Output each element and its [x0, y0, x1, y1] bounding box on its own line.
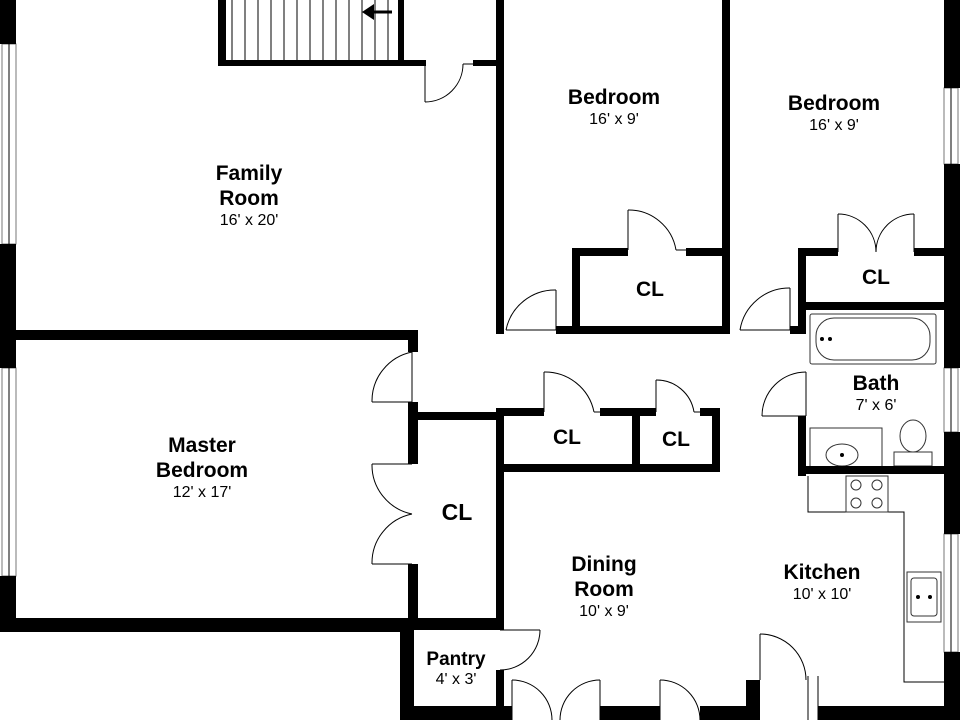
master-bedroom-name-2: Bedroom [156, 459, 248, 482]
bath-dimensions: 7' x 6' [856, 397, 897, 414]
bath-name: Bath [853, 372, 900, 395]
hall-closet-2-label: CL [662, 428, 690, 451]
bedroom-2-name: Bedroom [788, 92, 880, 115]
kitchen-name: Kitchen [783, 561, 860, 584]
door-bedroom2-closet [837, 213, 915, 253]
door-bedroom2 [739, 287, 791, 331]
master-closet-label: CL [442, 499, 473, 525]
family-room-name-2: Room [219, 187, 279, 210]
door-kitchen [759, 633, 807, 681]
room-bath: Bath 7' x 6' [853, 372, 900, 414]
bedroom-1-dimensions: 16' x 9' [589, 111, 639, 128]
room-family: Family Room 16' x 20' [216, 162, 283, 229]
door-bottom-double [511, 679, 601, 720]
doors [371, 63, 915, 720]
bedroom-1-closet-label: CL [636, 278, 664, 301]
room-pantry: Pantry 4' x 3' [426, 649, 486, 688]
dining-room-name-1: Dining [571, 553, 636, 576]
windows [1, 43, 959, 653]
room-bedroom-2: Bedroom 16' x 9' [788, 92, 880, 134]
door-hall-closet2 [655, 379, 700, 413]
dining-room-name-2: Room [574, 578, 634, 601]
bedroom-2-dimensions: 16' x 9' [809, 117, 859, 134]
family-room-name-1: Family [216, 162, 283, 185]
family-room-dimensions: 16' x 20' [220, 212, 279, 229]
kitchen-dimensions: 10' x 10' [793, 586, 852, 603]
door-bedroom1-closet [627, 209, 686, 251]
kitchen-fixtures [807, 475, 944, 720]
staircase [231, 0, 392, 60]
pantry-name: Pantry [426, 649, 486, 670]
master-bedroom-name-1: Master [168, 434, 236, 457]
pantry-dimensions: 4' x 3' [436, 671, 477, 688]
bedroom-2-closet-label: CL [862, 266, 890, 289]
hall-closet-1-label: CL [553, 426, 581, 449]
toilet-tank [893, 451, 933, 467]
room-bedroom-1: Bedroom 16' x 9' [568, 86, 660, 128]
room-master-bedroom: Master Bedroom 12' x 17' [156, 434, 248, 501]
toilet-bowl [899, 419, 927, 453]
arrow-left-icon [362, 4, 392, 20]
door-master [371, 351, 413, 403]
room-kitchen: Kitchen 10' x 10' [783, 561, 860, 603]
door-family-stairs [424, 63, 473, 103]
door-bath [761, 371, 807, 417]
room-dining: Dining Room 10' x 9' [571, 553, 636, 620]
bedroom-1-name: Bedroom [568, 86, 660, 109]
door-pantry [499, 629, 541, 671]
master-bedroom-dimensions: 12' x 17' [173, 484, 232, 501]
door-master-closet [371, 463, 413, 565]
door-bedroom1 [505, 289, 557, 331]
door-hall-closet1 [543, 371, 600, 413]
bath-fixtures [809, 313, 937, 471]
dining-room-dimensions: 10' x 9' [579, 603, 629, 620]
door-bottom-single [659, 679, 701, 720]
